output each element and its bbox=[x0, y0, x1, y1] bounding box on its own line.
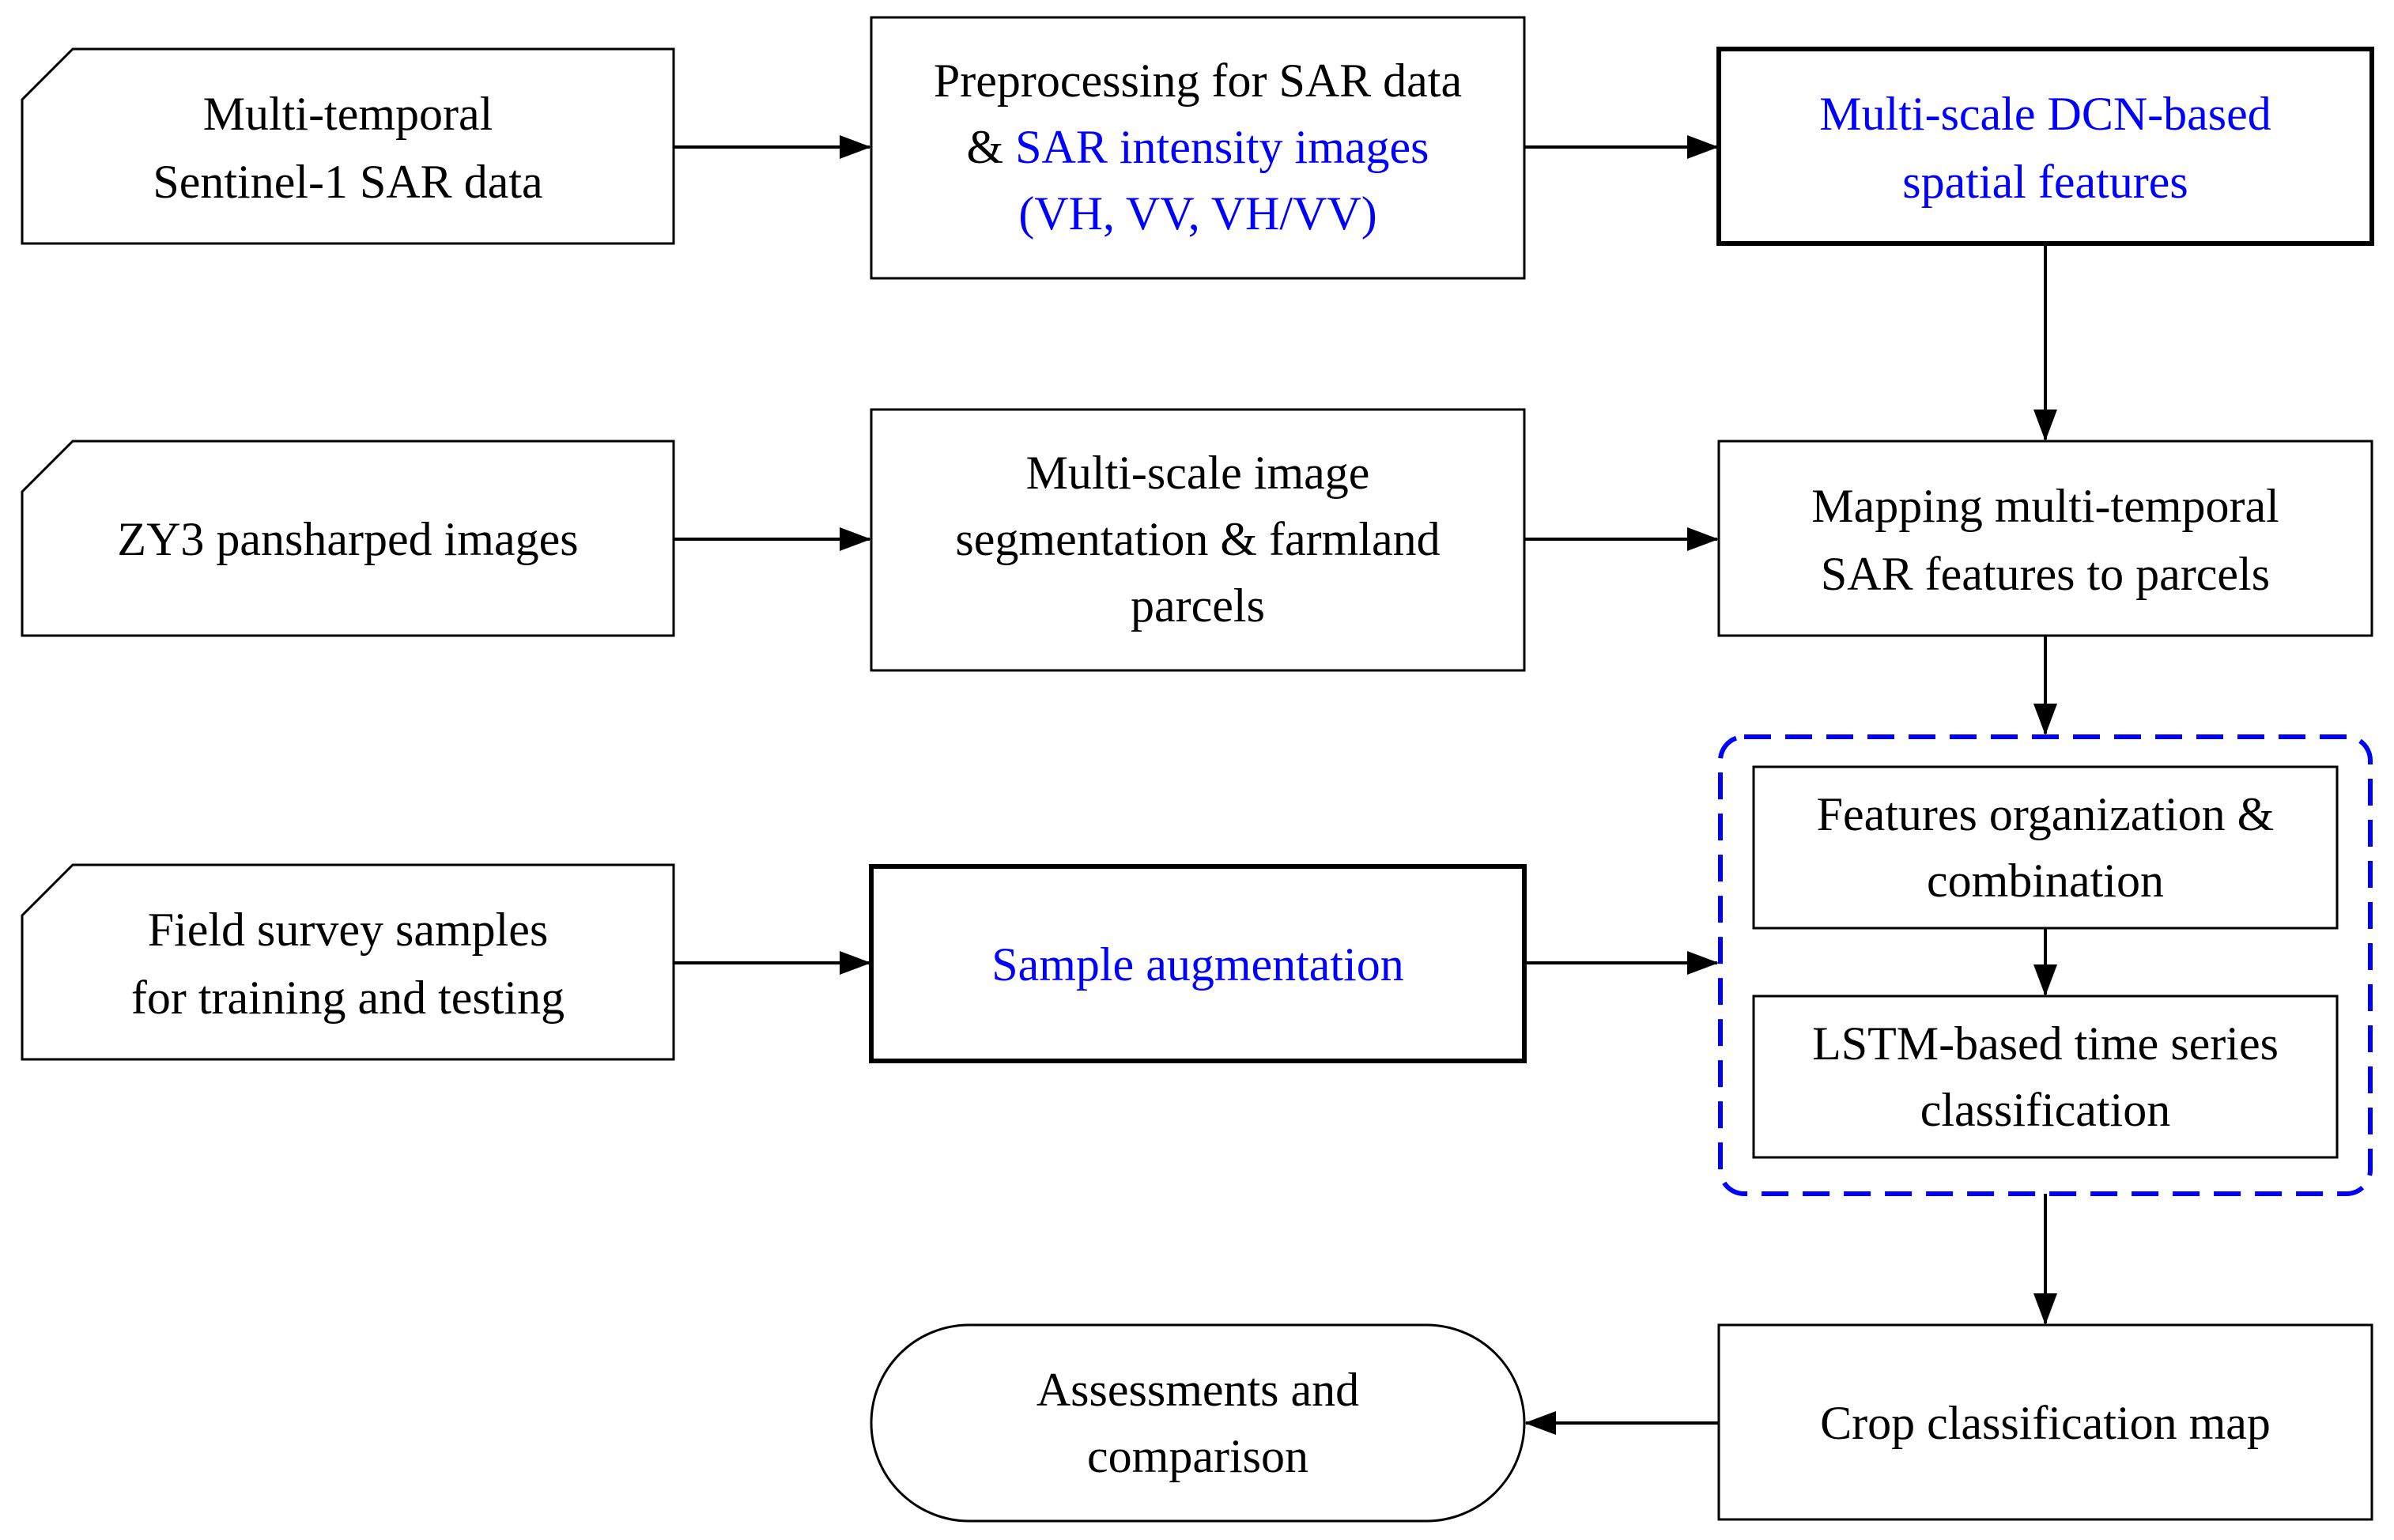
node-mapping-line-1: Mapping multi-temporal bbox=[1811, 480, 2279, 532]
node-sentinel-line-1: Multi-temporal bbox=[203, 88, 493, 140]
node-assess-line-2: comparison bbox=[1087, 1430, 1308, 1482]
node-preprocess-line-3: (VH, VV, VH/VV) bbox=[1018, 187, 1376, 240]
node-segmentation-line-1: Multi-scale image bbox=[1026, 447, 1370, 499]
node-assess-line-1: Assessments and bbox=[1037, 1364, 1359, 1416]
node-assessments: Assessments and comparison bbox=[870, 1323, 1526, 1523]
node-dcn-features: Multi-scale DCN-based spatial features bbox=[1716, 47, 2374, 246]
node-lstm-line-2: classification bbox=[1920, 1084, 2171, 1136]
node-preprocess-line-1: Preprocessing for SAR data bbox=[934, 55, 1462, 107]
node-features-organization: Features organization & combination bbox=[1752, 765, 2339, 930]
node-preprocess-line-2: & SAR intensity images bbox=[966, 121, 1429, 173]
node-dcn-line-2: spatial features bbox=[1902, 156, 2188, 208]
node-augmentation-line-1: Sample augmentation bbox=[991, 938, 1404, 991]
node-field-line-2: for training and testing bbox=[131, 972, 565, 1024]
node-features-line-1: Features organization & bbox=[1817, 788, 2275, 840]
node-crop-map: Crop classification map bbox=[1717, 1323, 2373, 1521]
node-mapping-line-2: SAR features to parcels bbox=[1821, 548, 2270, 600]
node-sentinel-line-2: Sentinel-1 SAR data bbox=[153, 156, 542, 208]
node-field-samples: Field survey samples for training and te… bbox=[21, 863, 675, 1061]
node-preprocess-line-2-highlight: SAR intensity images bbox=[1015, 121, 1429, 173]
node-dcn-line-1: Multi-scale DCN-based bbox=[1819, 88, 2271, 140]
node-field-line-1: Field survey samples bbox=[148, 904, 549, 956]
node-segmentation-line-3: parcels bbox=[1131, 579, 1265, 632]
node-zy3-images: ZY3 pansharped images bbox=[21, 440, 675, 637]
classification-group-outline bbox=[1718, 734, 2373, 1196]
node-lstm-classification: LSTM-based time series classification bbox=[1752, 995, 2339, 1159]
node-sentinel-data: Multi-temporal Sentinel-1 SAR data bbox=[21, 47, 675, 245]
node-mapping: Mapping multi-temporal SAR features to p… bbox=[1717, 440, 2373, 637]
node-features-line-2: combination bbox=[1927, 855, 2164, 907]
node-cropmap-line-1: Crop classification map bbox=[1820, 1397, 2271, 1449]
node-zy3-line-1: ZY3 pansharped images bbox=[117, 513, 578, 565]
node-preprocess-line-2-prefix: & bbox=[966, 121, 1015, 173]
node-lstm-line-1: LSTM-based time series bbox=[1812, 1017, 2279, 1070]
node-segmentation-line-2: segmentation & farmland bbox=[955, 513, 1440, 565]
node-sample-augmentation: Sample augmentation bbox=[869, 864, 1527, 1063]
node-preprocessing: Preprocessing for SAR data & SAR intensi… bbox=[870, 16, 1526, 280]
node-segmentation: Multi-scale image segmentation & farmlan… bbox=[870, 408, 1526, 672]
